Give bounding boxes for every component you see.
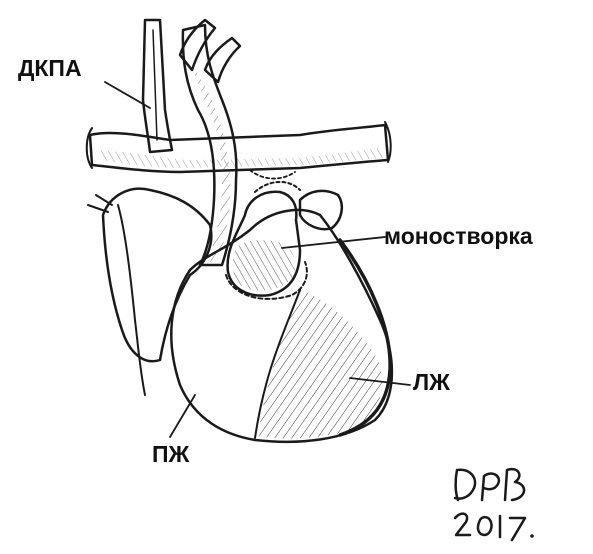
label-lzh: ЛЖ (413, 369, 450, 395)
label-monostvorka: моностворка (384, 223, 533, 249)
artist-signature (455, 469, 534, 540)
label-dkpa: ДКПА (18, 55, 82, 81)
pulmonary-conduit (226, 182, 307, 299)
right-atrium (88, 189, 211, 395)
label-pzh: ПЖ (152, 441, 190, 467)
